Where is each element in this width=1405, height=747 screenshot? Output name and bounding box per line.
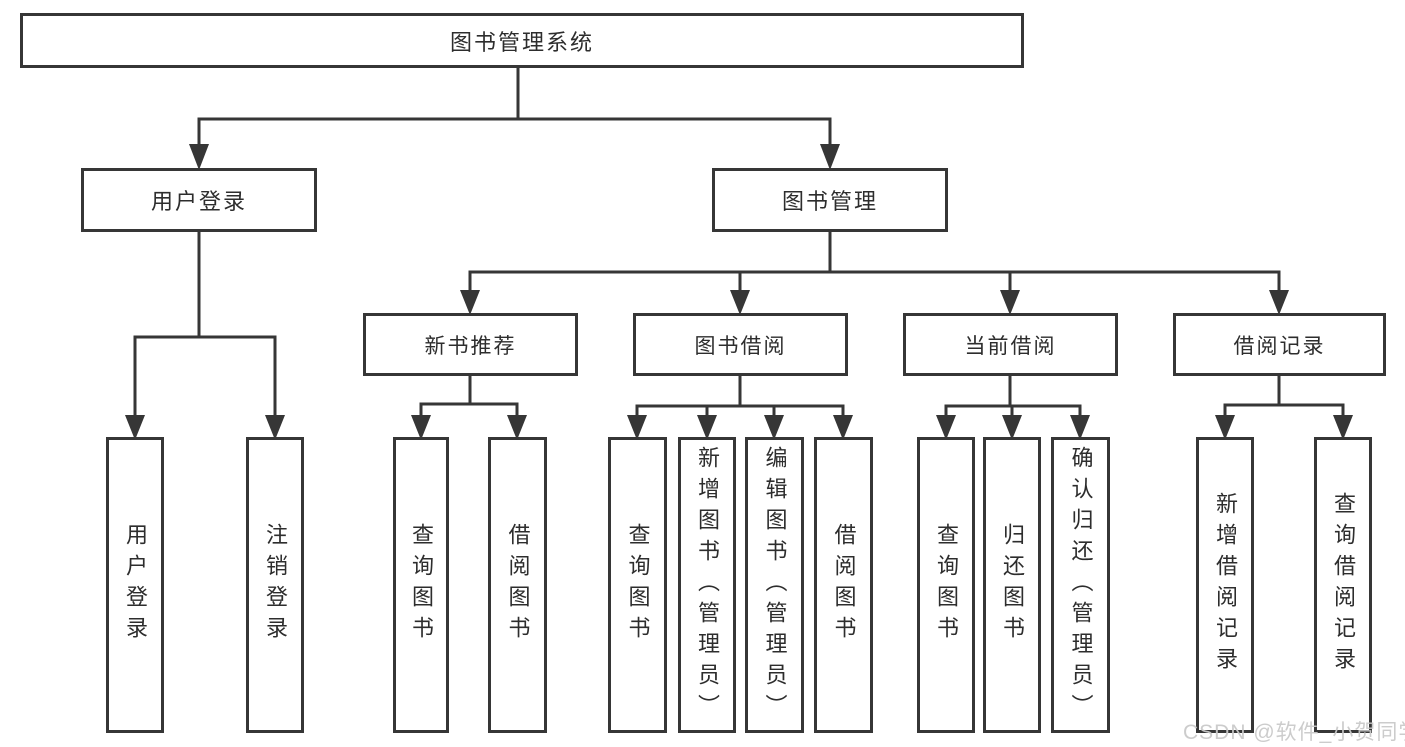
- leaf-nbr-borrow-books-label: 借阅图书: [505, 523, 531, 647]
- leaf-cb-confirm-return-admin-label: 确认归还（管理员）: [1068, 445, 1094, 725]
- node-current-borrowing: 当前借阅: [903, 313, 1118, 376]
- leaf-bb-borrow-books: 借阅图书: [814, 437, 873, 733]
- leaf-cb-confirm-return-admin: 确认归还（管理员）: [1051, 437, 1110, 733]
- node-user-login: 用户登录: [81, 168, 317, 232]
- leaf-logout: 注销登录: [246, 437, 304, 733]
- csdn-watermark: CSDN @软件_小贺同学: [1183, 721, 1405, 744]
- node-new-book-recommendation: 新书推荐: [363, 313, 578, 376]
- arrowheads: [125, 144, 1353, 440]
- leaf-br-query-record: 查询借阅记录: [1314, 437, 1372, 733]
- leaf-user-login-label: 用户登录: [123, 523, 148, 647]
- leaf-bb-add-books-admin-label: 新增图书（管理员）: [695, 445, 720, 725]
- leaf-cb-query-books-label: 查询图书: [934, 523, 959, 647]
- leaf-bb-borrow-books-label: 借阅图书: [831, 523, 857, 647]
- leaf-cb-return-books-label: 归还图书: [1000, 523, 1025, 647]
- node-library-system: 图书管理系统: [20, 13, 1024, 68]
- node-book-borrowing: 图书借阅: [633, 313, 848, 376]
- node-book-management: 图书管理: [712, 168, 948, 232]
- leaf-bb-edit-books-admin-label: 编辑图书（管理员）: [762, 445, 788, 725]
- leaf-br-add-record: 新增借阅记录: [1196, 437, 1254, 733]
- leaf-user-login: 用户登录: [106, 437, 164, 733]
- leaf-cb-return-books: 归还图书: [983, 437, 1041, 733]
- leaf-bb-query-books-label: 查询图书: [625, 523, 651, 647]
- leaf-nbr-borrow-books: 借阅图书: [488, 437, 547, 733]
- leaf-nbr-query-books-label: 查询图书: [409, 523, 434, 647]
- node-borrowing-records: 借阅记录: [1173, 313, 1386, 376]
- leaf-logout-label: 注销登录: [263, 523, 288, 647]
- leaf-bb-add-books-admin: 新增图书（管理员）: [678, 437, 736, 733]
- leaf-nbr-query-books: 查询图书: [393, 437, 449, 733]
- leaf-bb-query-books: 查询图书: [608, 437, 667, 733]
- leaf-br-query-record-label: 查询借阅记录: [1331, 492, 1356, 678]
- leaf-br-add-record-label: 新增借阅记录: [1213, 492, 1238, 678]
- leaf-cb-query-books: 查询图书: [917, 437, 975, 733]
- connector-paths: [133, 68, 1345, 418]
- leaf-bb-edit-books-admin: 编辑图书（管理员）: [745, 437, 804, 733]
